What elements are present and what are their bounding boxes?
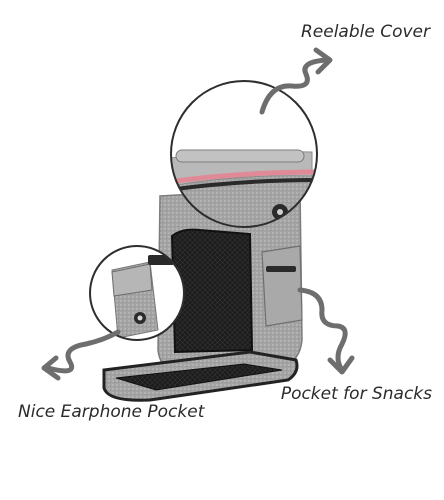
mesh-door [102,228,299,402]
arrow-earphone [45,329,121,374]
snack-pocket [261,245,303,327]
arrow-earphone-head [41,355,61,381]
arrow-cover [259,57,329,115]
arrow-snacks-head [327,355,355,375]
earphone-label: Nice Earphone Pocket [18,402,205,422]
arrow-cover-head [313,47,333,75]
arrow-snacks [297,287,348,373]
snacks-label: Pocket for Snacks [280,384,432,404]
earphone-zoom-circle [89,245,185,341]
cover-label: Reelable Cover [300,22,430,42]
